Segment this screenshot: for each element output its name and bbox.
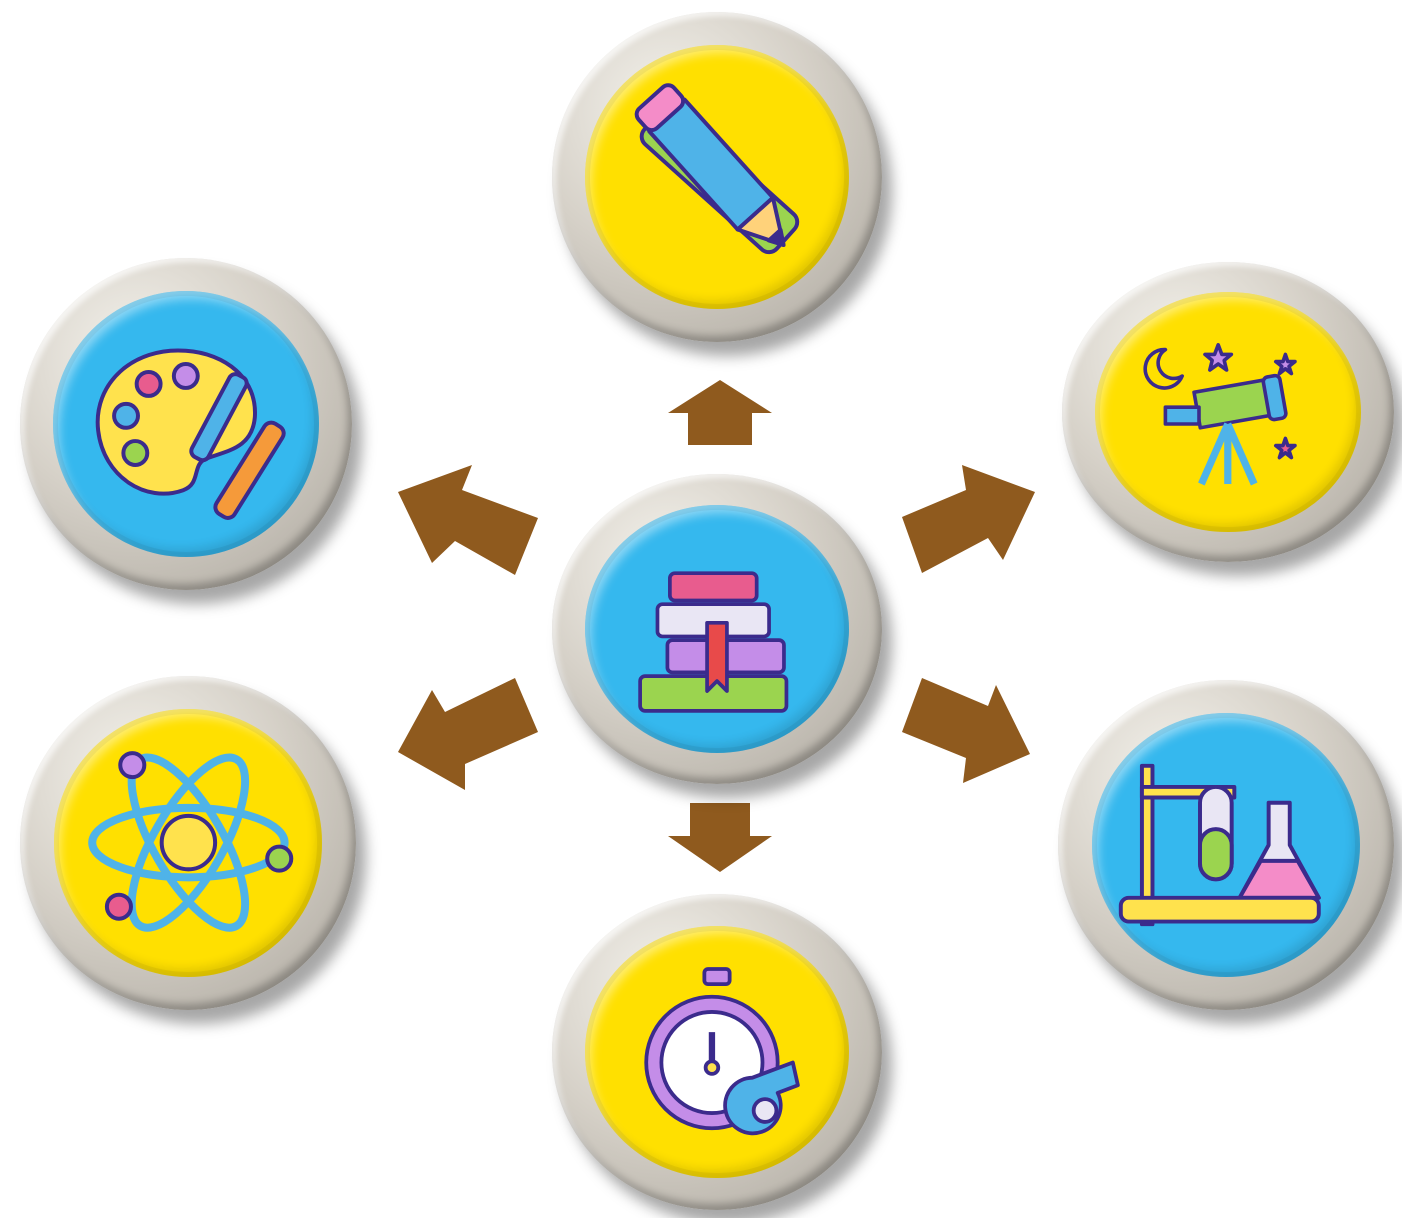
books-icon (638, 571, 789, 713)
lab-flasks-icon (1118, 763, 1321, 927)
arrow-up (668, 380, 772, 445)
arrow-down (668, 803, 772, 872)
arrow-upper-right (902, 465, 1035, 573)
badge-center[interactable] (552, 474, 882, 784)
pencil-ruler-icon (634, 83, 800, 255)
badge-top-right[interactable] (1062, 262, 1394, 562)
arrow-lower-left (398, 678, 538, 790)
badge-bottom-left[interactable] (20, 676, 356, 1010)
arrow-lower-right (902, 678, 1030, 783)
arrow-upper-left (398, 465, 538, 575)
badge-bottom-right[interactable] (1058, 680, 1394, 1010)
telescope-icon (1143, 343, 1297, 486)
atom-icon (87, 751, 293, 933)
badge-bottom[interactable] (552, 894, 882, 1210)
badge-top-left[interactable] (20, 258, 352, 590)
stopwatch-whistle-icon (644, 966, 800, 1135)
palette-brush-icon (95, 348, 286, 521)
badge-top[interactable] (552, 12, 882, 342)
